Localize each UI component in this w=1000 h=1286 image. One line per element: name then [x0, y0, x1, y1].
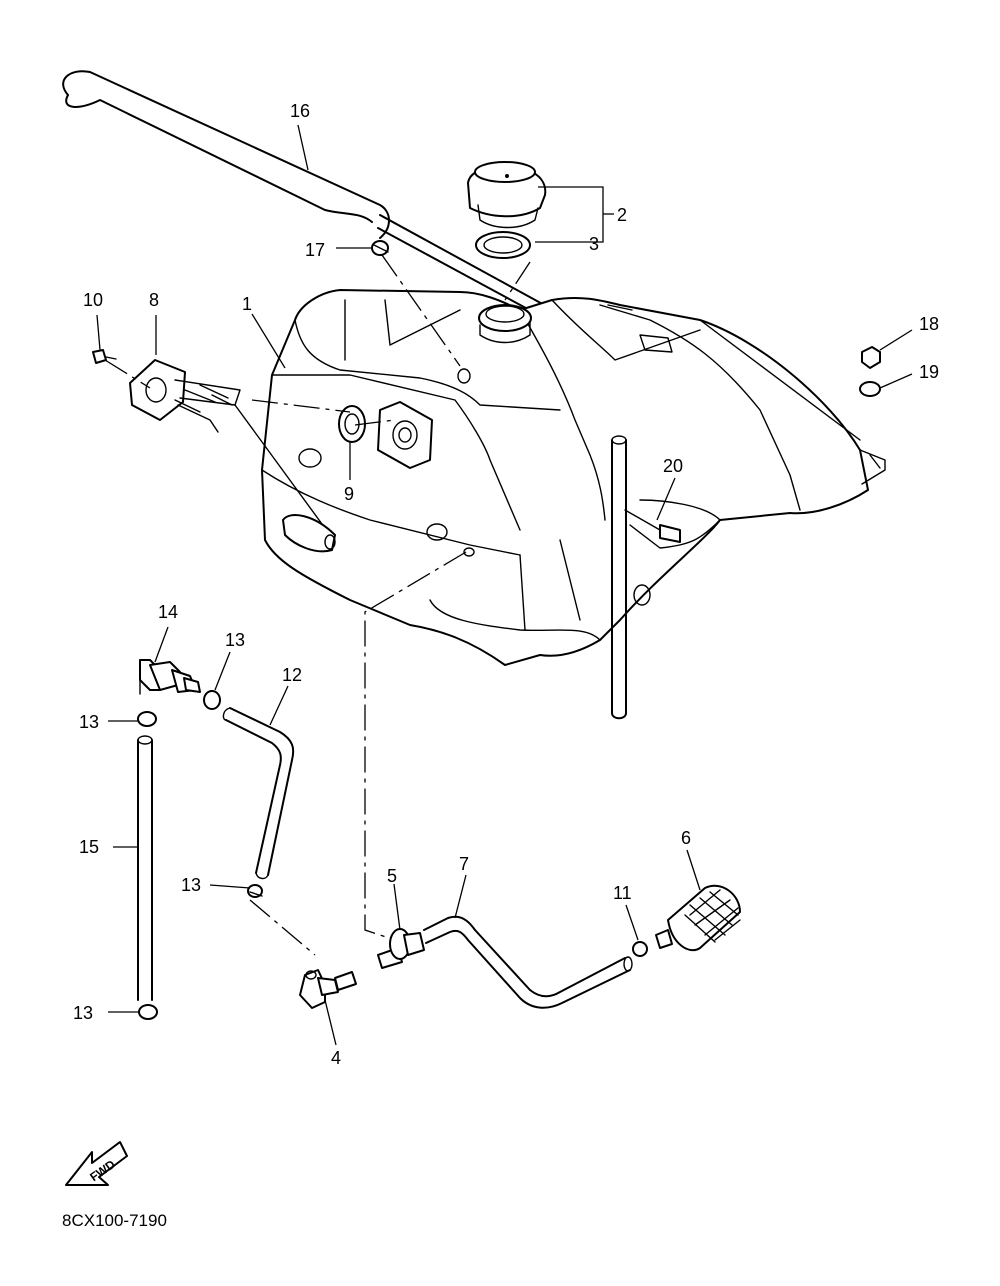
sender-mounting-plate: [377, 401, 433, 469]
leader-lines: [96, 124, 913, 1046]
callout-9: 9: [344, 484, 354, 504]
fuel-hose-part-12[interactable]: [222, 707, 295, 880]
callout-15: 15: [79, 837, 99, 857]
hose-clamp-part-13-upper[interactable]: [203, 690, 221, 710]
fuel-hose-part-15[interactable]: [137, 735, 153, 1001]
callout-19: 19: [919, 362, 939, 382]
fuel-tank-part-1[interactable]: [261, 289, 886, 666]
fuel-filter-part-6[interactable]: [655, 884, 741, 952]
callout-18: 18: [919, 314, 939, 334]
hose-clamp-part-11[interactable]: [632, 941, 648, 957]
callout-12: 12: [282, 665, 302, 685]
callout-4: 4: [331, 1048, 341, 1068]
hose-clamp-part-17[interactable]: [371, 240, 389, 256]
callout-13-middle: 13: [181, 875, 201, 895]
filler-neck: [478, 304, 532, 344]
callout-2: 2: [617, 205, 627, 225]
callout-11: 11: [613, 883, 632, 903]
callout-8: 8: [149, 290, 159, 310]
tank-mounting-bracket: [607, 304, 673, 353]
fuel-cap-part-2[interactable]: [467, 161, 547, 229]
cap-gasket-part-3[interactable]: [475, 231, 531, 259]
hose-clamp-part-13-left-top[interactable]: [137, 711, 157, 727]
callout-10: 10: [83, 290, 103, 310]
fuel-cock-part-14[interactable]: [139, 659, 201, 695]
callout-14: 14: [158, 602, 178, 622]
elbow-fitting-part-4[interactable]: [299, 969, 357, 1009]
callout-13-left-bottom: 13: [73, 1003, 93, 1023]
washer-part-19[interactable]: [859, 381, 881, 397]
callout-6: 6: [681, 828, 691, 848]
callout-5: 5: [387, 866, 397, 886]
fuel-sender-part-8[interactable]: [129, 359, 336, 553]
callout-16: 16: [290, 101, 310, 121]
screw-part-10[interactable]: [92, 349, 117, 364]
nut-part-18[interactable]: [861, 346, 881, 369]
assembly-lines: [104, 254, 531, 956]
callout-1: 1: [242, 294, 252, 314]
callout-20: 20: [663, 456, 683, 476]
fitting-part-5[interactable]: [377, 928, 425, 969]
diagram-code: 8CX100-7190: [62, 1211, 167, 1230]
hose-clamp-part-13-middle[interactable]: [247, 884, 263, 898]
callout-13-left-top: 13: [79, 712, 99, 732]
callout-3: 3: [589, 234, 599, 254]
callout-7: 7: [459, 854, 469, 874]
fwd-arrow: FWD: [65, 1141, 128, 1186]
overflow-tube: [611, 435, 627, 720]
callout-13-upper: 13: [225, 630, 245, 650]
hose-clamp-part-13-left-bottom[interactable]: [138, 1004, 158, 1020]
fuel-line-part-7[interactable]: [423, 915, 633, 1009]
callout-17: 17: [305, 240, 325, 260]
